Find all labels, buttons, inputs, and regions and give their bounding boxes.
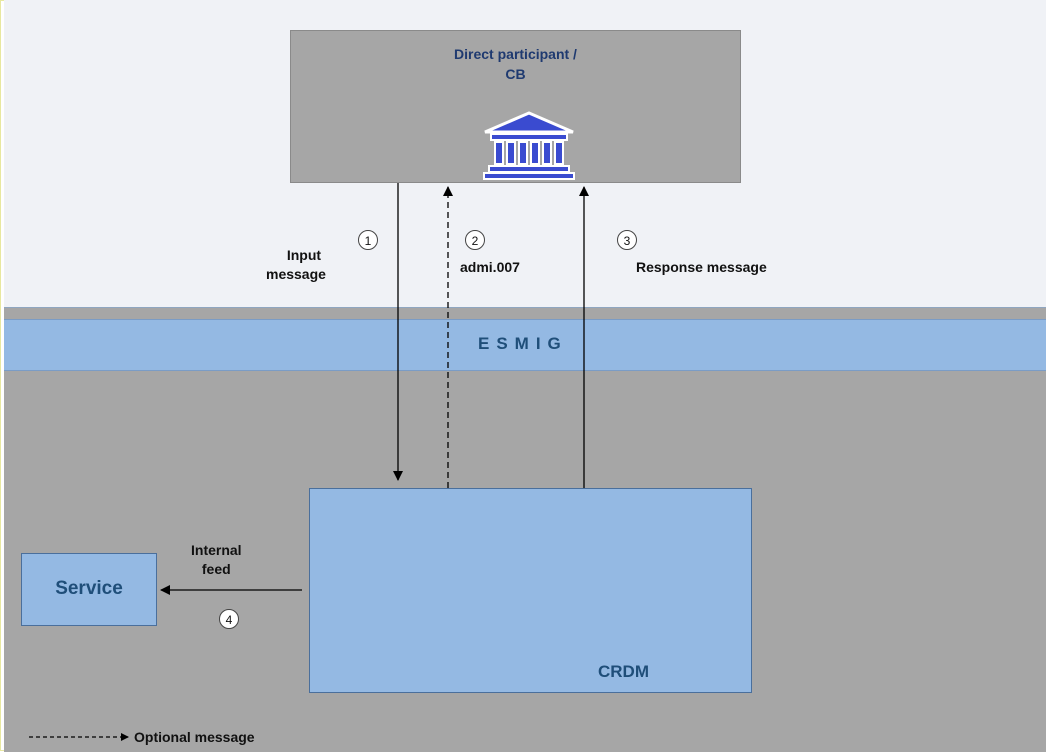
- participant-title-line1: Direct participant /: [454, 46, 577, 62]
- crdm-box: [309, 488, 752, 693]
- participant-title-line2: CB: [505, 66, 526, 82]
- step-3-badge: 3: [617, 230, 637, 250]
- step-4-badge: 4: [219, 609, 239, 629]
- internal-feed-line1: Internal: [191, 542, 242, 558]
- legend-label: Optional message: [134, 729, 255, 745]
- admi007-label: admi.007: [460, 259, 520, 275]
- esmig-label: ESMIG: [478, 334, 568, 353]
- step-1-badge: 1: [358, 230, 378, 250]
- internal-feed-label: Internal feed: [191, 541, 242, 579]
- bank-icon: [483, 111, 575, 180]
- crdm-label: CRDM: [598, 662, 649, 681]
- response-message-label: Response message: [636, 259, 767, 275]
- step-2-badge: 2: [465, 230, 485, 250]
- service-box: [21, 553, 157, 626]
- esmig-band: [4, 319, 1046, 371]
- input-message-label: Input message: [266, 246, 326, 284]
- input-message-line1: Input: [286, 247, 322, 263]
- internal-feed-line2: feed: [201, 561, 231, 577]
- service-label: Service: [55, 578, 123, 599]
- participant-title: Direct participant / CB: [290, 44, 741, 84]
- input-message-line2: message: [266, 266, 326, 282]
